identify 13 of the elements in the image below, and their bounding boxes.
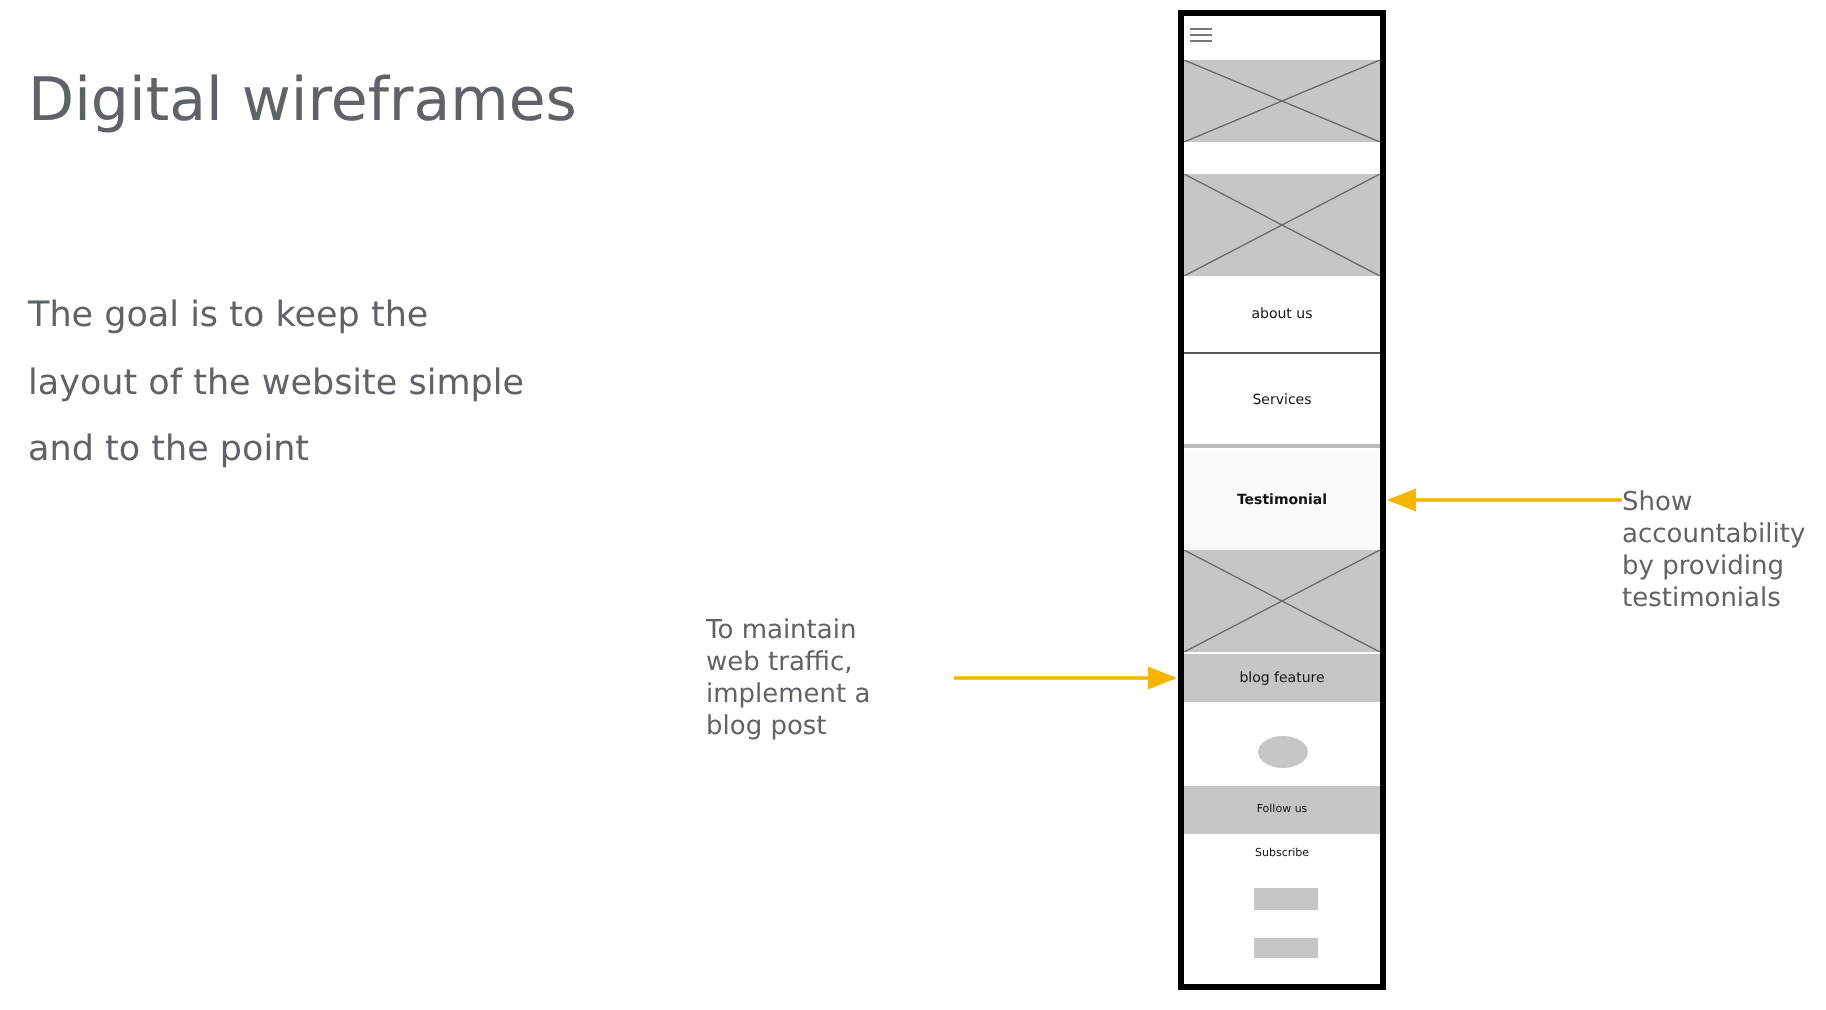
annotation-text: To maintain web traffic, implement a blog post xyxy=(706,616,954,748)
arrow xyxy=(1387,488,1622,512)
button-placeholder xyxy=(1254,888,1318,910)
image-placeholder xyxy=(1184,60,1380,142)
arrow xyxy=(954,666,1177,690)
description-text: The goal is to keep the layout of the website simple and to the point xyxy=(28,294,526,474)
phone-frame xyxy=(1178,10,1386,990)
annotation-text: Show accountability by providing testimonials xyxy=(1622,488,1822,616)
circle-placeholder xyxy=(1258,736,1308,768)
button-placeholder xyxy=(1254,938,1318,958)
image-placeholder xyxy=(1184,550,1380,652)
title: Digital wireframes xyxy=(28,66,577,136)
image-placeholder xyxy=(1184,174,1380,276)
